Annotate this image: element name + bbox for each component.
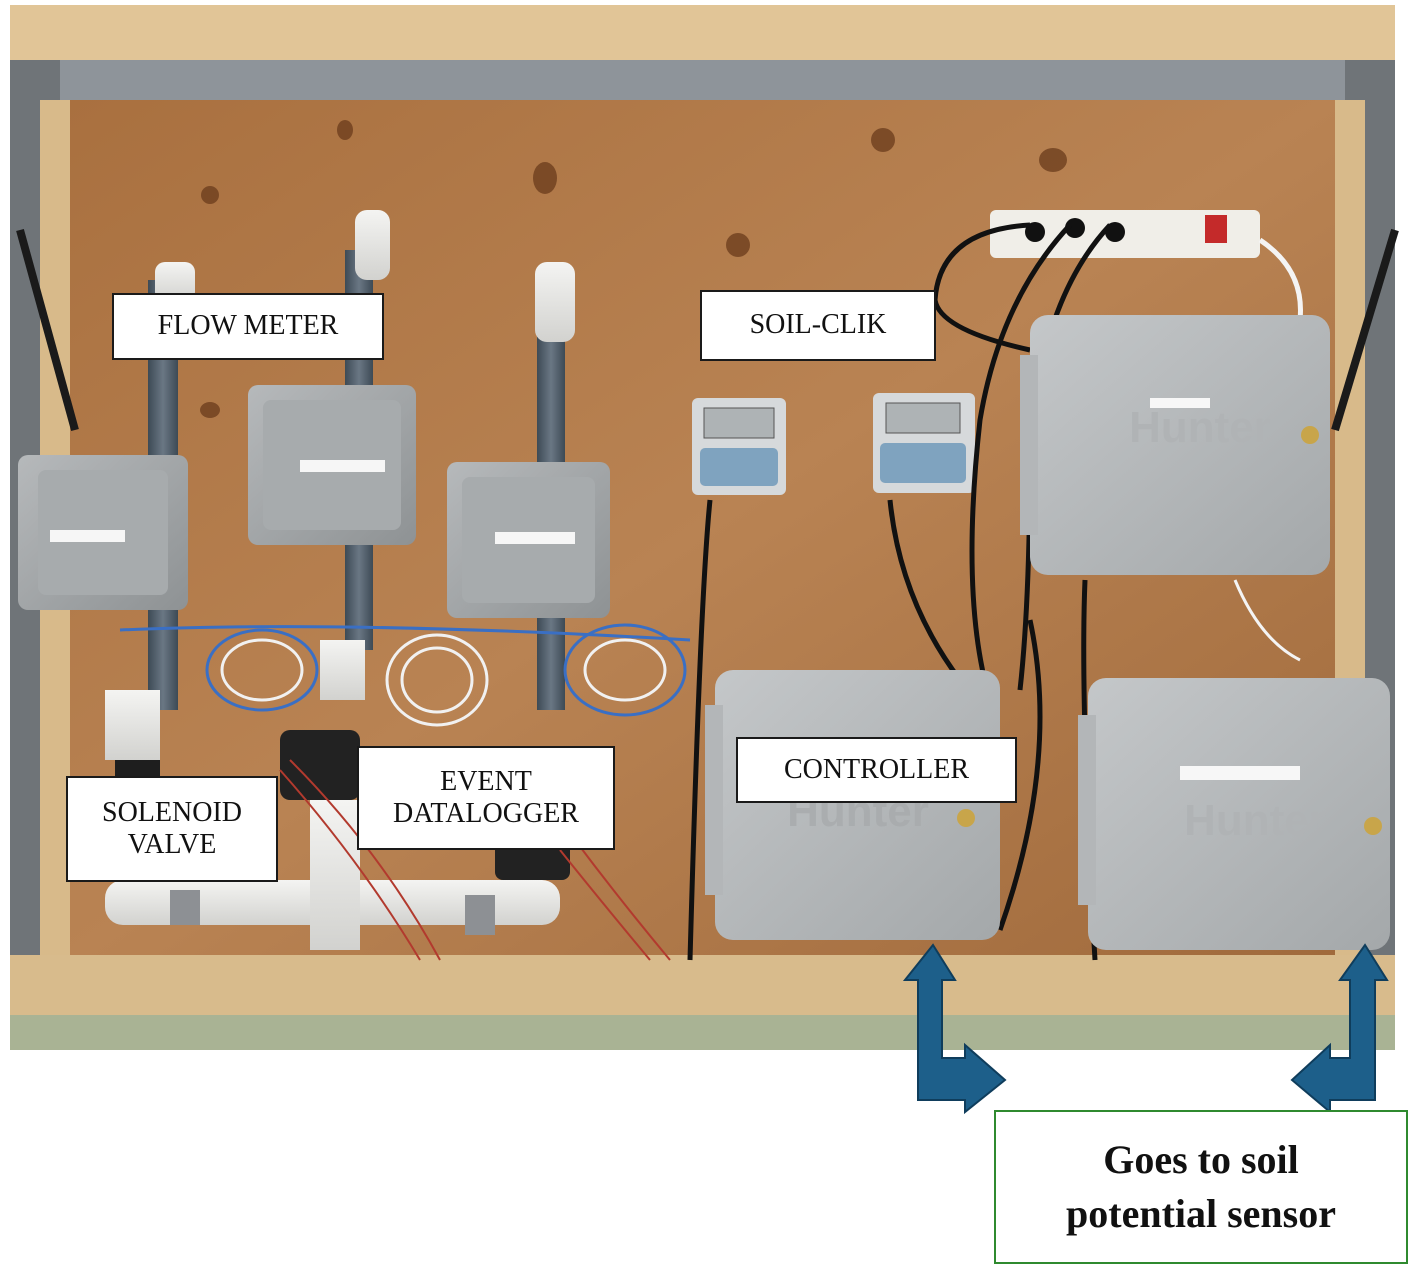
pvc-elbow-3 [535,262,575,342]
datalogger-box-left [18,455,188,610]
soil-clik-unit-1 [687,398,786,961]
arrow-right [1290,943,1389,1115]
wood-knots [200,120,1067,418]
flow-meter-label-text: FLOW METER [157,310,339,342]
soil-clik-label-text: SOIL-CLIK [749,309,887,341]
hunter-controller-right: Hunter [1078,678,1390,950]
event-datalogger-label: EVENT DATALOGGER [357,746,615,850]
event-datalogger-label-line1: EVENT [440,765,532,797]
solenoid-valve-label: SOLENOID VALVE [66,776,278,882]
svg-text:Hunter: Hunter [1129,403,1271,452]
pvc-elbow-2 [355,210,390,280]
bottom-board [10,955,1395,1020]
solenoid-valve-label-line1: SOLENOID [102,796,242,828]
controller-label-text: CONTROLLER [783,753,970,785]
power-strip [990,210,1260,258]
pvc-coupler-2 [320,640,365,700]
pipe-clamp-2 [465,895,495,935]
solenoid-valve-body [280,730,360,800]
soil-potential-sensor-caption: Goes to soil potential sensor [994,1110,1408,1264]
hunter-controller-top: Hunter [1020,315,1330,575]
red-wires [279,759,671,961]
datalogger-box-right [447,462,610,618]
datalogger-box-mid [248,385,416,545]
event-datalogger-label-line2: DATALOGGER [393,798,579,829]
pipe-clamp-1 [170,890,200,925]
controller-label: CONTROLLER [736,737,1017,803]
hunter-controller-middle: Hunter [705,670,1000,940]
ground-grass [10,1015,1395,1050]
left-antenna [16,228,79,432]
flow-meter-label: FLOW METER [112,293,384,360]
pvc-coupler-1 [105,690,160,760]
white-cord [1258,237,1303,321]
soil-clik-label: SOIL-CLIK [700,290,936,361]
soil-clik-unit-2 [873,393,975,682]
svg-text:Hunter: Hunter [1184,796,1326,845]
white-wire [1233,579,1301,662]
arrow-left [902,943,1007,1115]
top-shadow [60,60,1350,100]
cable-coils [119,623,691,727]
caption-line2: potential sensor [1066,1191,1336,1236]
top-board [10,5,1395,65]
right-antenna [1331,228,1399,432]
caption-line1: Goes to soil [1103,1137,1299,1182]
pvc-elbow-1 [155,262,195,302]
pvc-tee [310,800,360,950]
solenoid-valve-label-line2: VALVE [127,829,217,860]
